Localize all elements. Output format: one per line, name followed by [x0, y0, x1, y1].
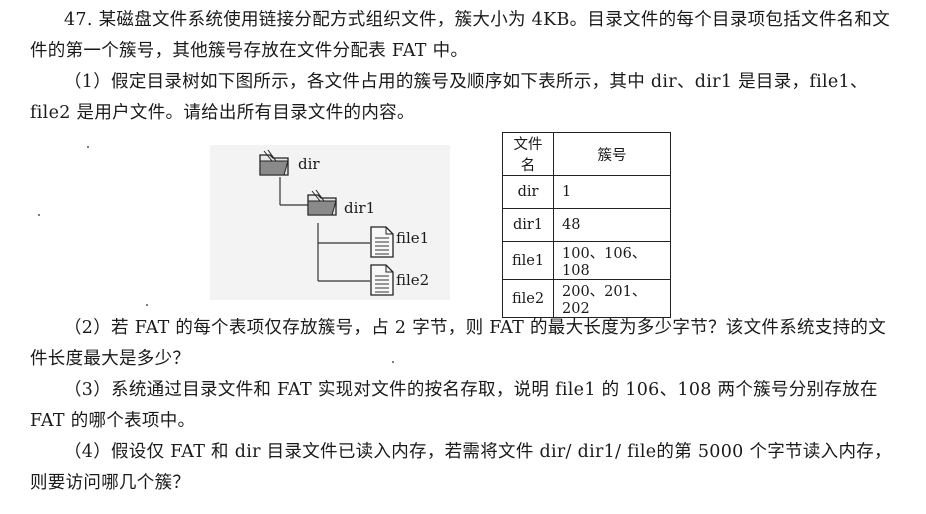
scan-speck — [87, 146, 89, 148]
table-row: file1 100、106、108 — [502, 241, 671, 280]
question-part-1: （1）假定目录树如下图所示，各文件占用的簇号及顺序如下表所示，其中 dir、di… — [30, 72, 868, 123]
table-cell-filename: file2 — [502, 279, 554, 318]
tree-node-file1: file1 — [396, 229, 430, 247]
question-intro: 47. 某磁盘文件系统使用链接分配方式组织文件，簇大小为 4KB。目录文件的每个… — [30, 10, 891, 61]
directory-tree-diagram: dir dir1 file1 file2 — [210, 145, 450, 300]
table-header: 文件名 — [502, 132, 554, 176]
folder-icon — [307, 189, 337, 216]
table-row: dir1 48 — [502, 208, 671, 242]
table-row: file2 200、201、202 — [502, 279, 671, 318]
table-row: dir 1 — [502, 175, 671, 209]
table-cell-clusters: 100、106、108 — [553, 241, 671, 280]
tree-node-file2: file2 — [396, 271, 430, 289]
table-cell-clusters: 200、201、202 — [553, 279, 671, 318]
question-part-4: （4）假设仅 FAT 和 dir 目录文件已读入内存，若需将文件 dir/ di… — [30, 442, 892, 493]
tree-node-dir: dir — [298, 155, 320, 173]
question-part-2: （2）若 FAT 的每个表项仅存放簇号，占 2 字节，则 FAT 的最大长度为多… — [30, 318, 886, 369]
scan-speck — [38, 214, 40, 216]
folder-icon — [259, 149, 289, 176]
document-icon — [370, 226, 394, 258]
question-part-3: （3）系统通过目录文件和 FAT 实现对文件的按名存取，说明 file1 的 1… — [30, 380, 878, 431]
table-cell-filename: file1 — [502, 241, 554, 280]
table-header-row: 文件名 簇号 — [502, 132, 671, 176]
cluster-number-table: 文件名 簇号 dir 1 dir1 48 file1 100、106、108 f… — [502, 132, 671, 318]
table-cell-clusters: 1 — [553, 175, 671, 209]
table-header: 簇号 — [553, 132, 671, 176]
scan-speck — [146, 304, 148, 306]
scan-speck — [392, 361, 394, 363]
tree-connectors — [279, 177, 370, 282]
tree-node-dir1: dir1 — [344, 199, 376, 217]
table-cell-filename: dir1 — [502, 208, 554, 242]
document-icon — [370, 264, 394, 296]
table-cell-filename: dir — [502, 175, 554, 209]
table-cell-clusters: 48 — [553, 208, 671, 242]
